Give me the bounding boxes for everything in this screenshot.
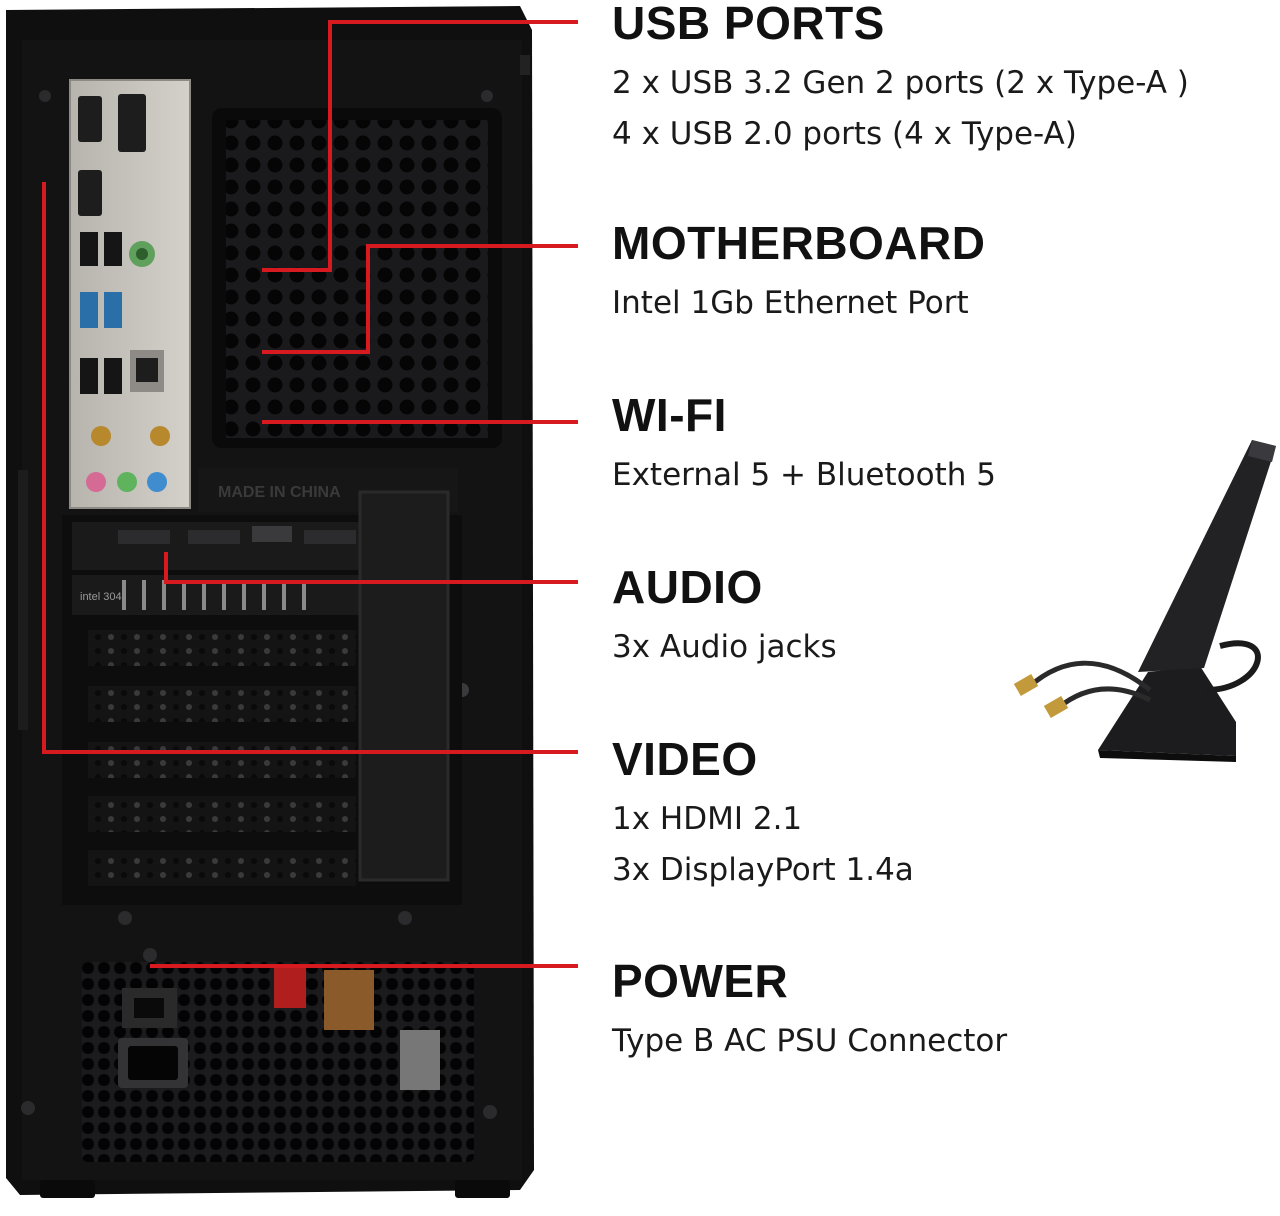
- usb-ports-line-2: 4 x USB 2.0 ports (4 x Type-A): [612, 116, 1077, 152]
- motherboard-line-1: Intel 1Gb Ethernet Port: [612, 285, 969, 321]
- usb-2-port: [80, 232, 98, 266]
- callout-video: VIDEO 1x HDMI 2.1 3x DisplayPort 1.4a: [612, 736, 1272, 896]
- callout-usb-ports: USB PORTS 2 x USB 3.2 Gen 2 ports (2 x T…: [612, 0, 1272, 160]
- hdmi-port: [78, 96, 102, 142]
- usb-2-port: [104, 232, 122, 266]
- expansion-slots: intel 304: [62, 490, 462, 905]
- callout-audio: AUDIO 3x Audio jacks: [612, 564, 1272, 673]
- antenna-connector: [1013, 673, 1039, 697]
- io-shield: [69, 79, 191, 509]
- audio-jack-blue: [147, 472, 167, 492]
- callout-wifi: WI-FI External 5 + Bluetooth 5: [612, 392, 1272, 501]
- wifi-antenna-connector: [150, 426, 170, 446]
- wifi-line-1: External 5 + Bluetooth 5: [612, 457, 996, 493]
- usb-ports-title: USB PORTS: [612, 0, 885, 49]
- leader-lines: [42, 20, 578, 968]
- power-line-1: Type B AC PSU Connector: [612, 1023, 1008, 1059]
- audio-jack-pink: [86, 472, 106, 492]
- power-title: POWER: [612, 955, 789, 1007]
- leader-motherboard: [262, 244, 578, 354]
- usb-2-port: [80, 358, 98, 394]
- audio-title: AUDIO: [612, 561, 763, 613]
- usb-3-2-port: [80, 292, 98, 328]
- usb-ports-line-1: 2 x USB 3.2 Gen 2 ports (2 x Type-A ): [612, 65, 1189, 101]
- imprint-text: MADE IN CHINA: [218, 484, 341, 501]
- leader-audio: [164, 552, 578, 584]
- hdmi-port-2: [78, 170, 102, 216]
- usb-3-2-port: [104, 292, 122, 328]
- leader-usb: [262, 20, 578, 272]
- leader-video: [42, 182, 578, 754]
- wifi-antenna: [1013, 440, 1276, 762]
- wifi-title: WI-FI: [612, 389, 727, 441]
- power-supply: [82, 962, 474, 1162]
- card-label: intel 304: [80, 591, 122, 603]
- rear-fan-grille: [212, 108, 502, 448]
- motherboard-title: MOTHERBOARD: [612, 217, 986, 269]
- video-line-1: 1x HDMI 2.1: [612, 801, 803, 837]
- video-line-2: 3x DisplayPort 1.4a: [612, 852, 914, 888]
- audio-jack-green: [117, 472, 137, 492]
- gpu-support-bracket: [358, 490, 450, 882]
- video-title: VIDEO: [612, 733, 758, 785]
- case-foot-left: [40, 1180, 95, 1198]
- gpu-bracket: [72, 522, 362, 570]
- audio-line-1: 3x Audio jacks: [612, 629, 837, 665]
- displayport-port: [118, 94, 146, 152]
- case-screws: [21, 90, 497, 1119]
- wifi-antenna-connector: [91, 426, 111, 446]
- antenna-connector: [1043, 695, 1069, 719]
- callout-power: POWER Type B AC PSU Connector: [612, 958, 1272, 1067]
- callout-motherboard: MOTHERBOARD Intel 1Gb Ethernet Port: [612, 220, 1272, 329]
- case-foot-right: [455, 1180, 510, 1198]
- usb-2-port: [104, 358, 122, 394]
